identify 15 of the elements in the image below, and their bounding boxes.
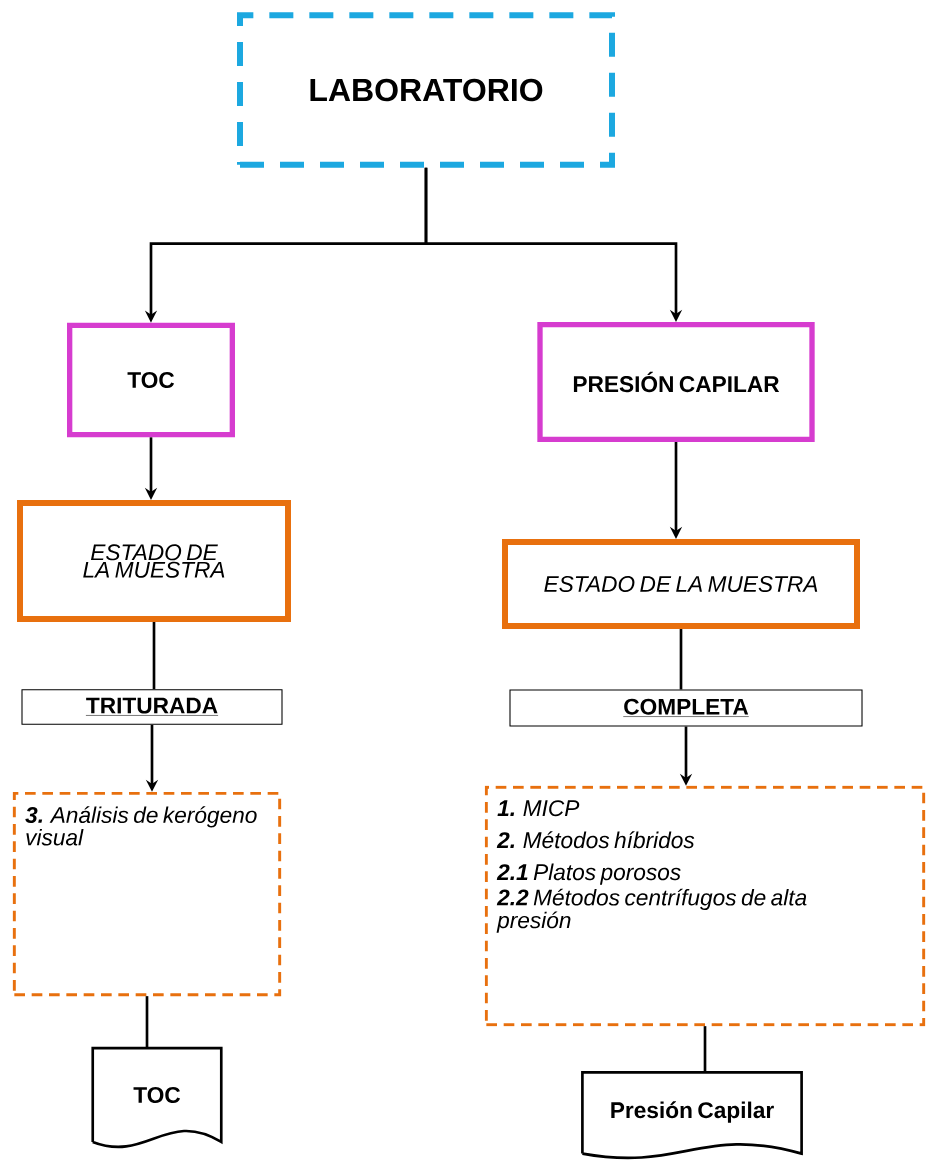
- dashed-title-box: LABORATORIO: [237, 12, 615, 168]
- category-box: PRESIÓN CAPILAR: [537, 322, 815, 442]
- state-box: ESTADO DE LA MUESTRA: [502, 539, 860, 629]
- state-box: ESTADO DE LA MUESTRA: [17, 500, 291, 622]
- method-list-box: 1. MICP 2. Métodos híbridos 2.1 Platos porosos 2.2 Métodos centrífugos de alta presión: [484, 785, 926, 1027]
- label-box: TRITURADA: [21, 689, 283, 725]
- connector-line: [152, 622, 156, 690]
- label-box: COMPLETA: [509, 689, 863, 727]
- connector-line: [679, 629, 683, 690]
- category-box: TOC: [67, 322, 235, 438]
- document-shape: TOC: [91, 1046, 223, 1149]
- connector-line: [703, 1026, 707, 1073]
- connector-line: [145, 996, 149, 1049]
- method-list-box: 3. Análisis de kerógeno visual: [12, 791, 282, 997]
- document-shape: Presión Capilar: [581, 1071, 803, 1160]
